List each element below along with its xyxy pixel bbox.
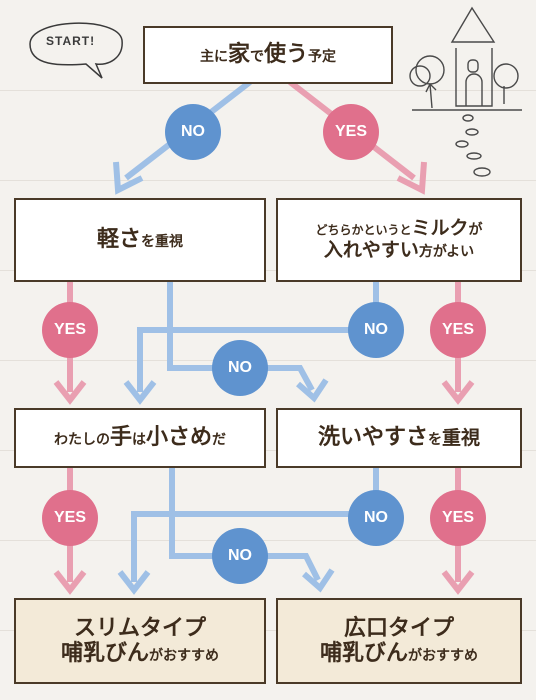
q3-line2-c: がよい — [432, 244, 475, 260]
question-small-hands: わたしの手は小さめだ — [14, 408, 266, 468]
answer-badge-yes: YES — [430, 490, 486, 546]
q3-line2-b: 方 — [418, 244, 433, 260]
result-wide-sub-b: がおすすめ — [408, 648, 478, 664]
question-lightweight: 軽さを重視 — [14, 198, 266, 282]
answer-badge-yes: YES — [323, 104, 379, 160]
arrowhead-r1-no — [117, 570, 151, 595]
q3-line1-b: ミルク — [411, 217, 469, 240]
answer-badge-no: NO — [212, 528, 268, 584]
answer-badge-yes: YES — [42, 490, 98, 546]
arrowhead-r2-yes — [441, 570, 475, 595]
answer-badge-yes: YES — [430, 302, 486, 358]
question-milk-easy: どちらかというとミルクが 入れやすい方がよい — [276, 198, 522, 282]
result-slim-title: スリムタイプ — [73, 615, 206, 641]
q2-part-c: 重視 — [155, 234, 183, 251]
answer-badge-no: NO — [348, 490, 404, 546]
q3-line1-c: が — [468, 222, 483, 239]
result-slim-type: スリムタイプ 哺乳びんがおすすめ — [14, 598, 266, 684]
answer-badge-no: NO — [165, 104, 221, 160]
arrowhead-q5-yes — [441, 380, 475, 405]
q4-part-e: だ — [212, 432, 227, 449]
q1-part-a: 主 — [199, 49, 214, 66]
q4-part-d: 小さめ — [146, 425, 213, 451]
q5-part-b: を — [428, 432, 442, 449]
q1-part-b: に — [213, 49, 228, 66]
q2-part-b: を — [141, 234, 155, 251]
q4-part-b: 手 — [109, 425, 132, 451]
start-bubble — [29, 22, 123, 79]
result-wide-title: 広口タイプ — [343, 615, 454, 641]
house-illustration — [409, 6, 522, 177]
arrowhead-q2-in — [113, 161, 144, 195]
q4-part-c: は — [132, 432, 146, 449]
result-slim-sub-a: 哺乳びん — [60, 641, 149, 666]
question-home-use: 主に家で使う予定 — [143, 26, 393, 84]
q2-part-a: 軽さ — [96, 227, 141, 253]
q5-part-a: 洗いやすさ — [317, 425, 428, 451]
answer-badge-no: NO — [348, 302, 404, 358]
arrowhead-r2-no — [302, 568, 335, 593]
result-wide-type: 広口タイプ 哺乳びんがおすすめ — [276, 598, 522, 684]
q5-part-c: 重視 — [442, 427, 481, 450]
q4-part-a: わたしの — [53, 432, 110, 449]
result-wide-sub-a: 哺乳びん — [319, 641, 408, 666]
q1-part-c: 家 — [227, 42, 250, 68]
arrowhead-q5-no — [296, 378, 329, 403]
arrowhead-q3-in — [396, 161, 427, 195]
answer-badge-no: NO — [212, 340, 268, 396]
arrowhead-q4-no — [123, 380, 157, 405]
q1-part-f: 予定 — [308, 49, 337, 66]
question-easy-wash: 洗いやすさを重視 — [276, 408, 522, 468]
answer-badge-yes: YES — [42, 302, 98, 358]
result-slim-sub-b: がおすすめ — [149, 648, 219, 664]
q1-part-d: で — [250, 49, 264, 66]
q1-part-e: 使う — [264, 42, 309, 68]
arrowhead-r1-yes — [53, 570, 87, 595]
arrowhead-q4-yes — [53, 380, 87, 405]
q3-line1-a: どちらかというと — [315, 223, 412, 238]
start-label: START! — [46, 34, 96, 48]
q3-line2-a: 入れやすい — [323, 239, 419, 261]
